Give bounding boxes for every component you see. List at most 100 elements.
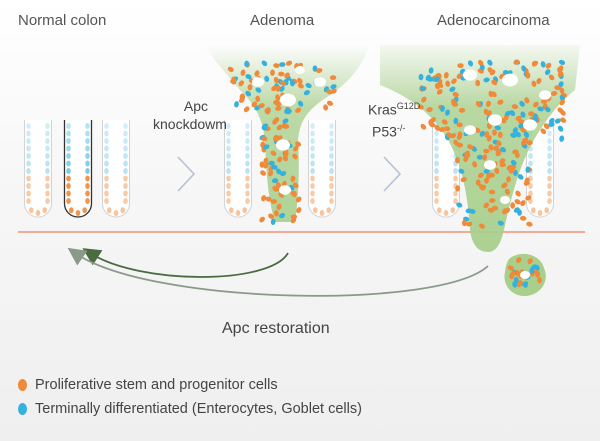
tumor-cell (458, 107, 466, 113)
tumor-cell (558, 81, 564, 88)
lumen (523, 119, 537, 131)
cell (329, 130, 334, 137)
cell (547, 153, 552, 159)
cell (245, 175, 250, 182)
title-normal-colon: Normal colon (18, 12, 107, 29)
tumor-cell (433, 76, 440, 82)
tumor-cell (297, 77, 303, 84)
tumor-cell (479, 130, 485, 137)
lumen (252, 77, 264, 87)
cell (226, 190, 231, 197)
cell (104, 190, 109, 197)
apc-restoration-label: Apc restoration (222, 320, 330, 337)
cell (547, 138, 552, 144)
tumor-cell (457, 63, 464, 69)
cell (547, 160, 552, 167)
tumor-cell (479, 223, 485, 229)
tumor-cell (560, 117, 567, 123)
cell (329, 175, 334, 182)
tumor-cell (525, 166, 531, 173)
tumor-cell (261, 136, 268, 142)
tumor-cell (504, 110, 511, 117)
tumor-cell (467, 144, 474, 150)
tumor-cell (282, 123, 290, 129)
cell (245, 168, 250, 174)
tumor-cell (488, 172, 495, 178)
cell (123, 123, 128, 129)
tumor-cell (528, 111, 535, 117)
tumor-cell (559, 94, 565, 102)
cell (26, 123, 31, 129)
cell (66, 130, 71, 137)
tumor-cell (482, 154, 488, 161)
tumor-cell (329, 75, 337, 81)
tumor-cell (514, 199, 521, 205)
cell (329, 198, 334, 204)
tumor-cell (297, 83, 304, 89)
cell (45, 145, 50, 152)
tumor-cell (485, 100, 491, 107)
cell (26, 190, 31, 197)
tumor-cell (271, 164, 278, 170)
tumor-cell (456, 202, 463, 208)
tumor-cell (488, 144, 494, 151)
tumor-cell (497, 99, 504, 105)
adenocarcinoma-mass (380, 45, 580, 252)
cell (310, 160, 315, 167)
tumor-cell (483, 77, 490, 83)
cell (544, 207, 550, 214)
transition-apc-knockdown: Apc knockdowm (153, 98, 227, 132)
tumor-cell (510, 202, 516, 209)
cell (310, 130, 315, 137)
tumor-cell (502, 208, 508, 215)
tumor-cell (238, 80, 244, 87)
tumor-cell (483, 168, 490, 174)
lumen (520, 271, 530, 279)
tumor-cell (487, 207, 495, 213)
intestinal-crypt (24, 120, 52, 218)
tumor-cell (264, 108, 270, 115)
intestinal-crypt (308, 120, 336, 218)
tumor-cell (280, 80, 287, 87)
tumor-cell (525, 195, 532, 201)
cell (310, 138, 315, 144)
cell (528, 153, 533, 159)
cell (26, 198, 31, 204)
tumor-cell (557, 71, 564, 78)
tumor-cell (276, 124, 283, 131)
tumor-cell (458, 168, 465, 174)
tumor-cell (270, 199, 278, 204)
tumor-cell (465, 221, 473, 227)
cell (42, 207, 48, 214)
cell (106, 207, 112, 214)
cell (547, 175, 552, 182)
cell (68, 207, 74, 214)
intestinal-crypt (102, 120, 130, 218)
cell (45, 198, 50, 204)
cell (35, 210, 41, 216)
tumor-cell (475, 100, 482, 108)
tumor-cell (520, 200, 526, 207)
tumor-cell (557, 125, 564, 132)
tumor-cell (270, 150, 277, 156)
cell (547, 130, 552, 137)
tumor-cell (523, 180, 530, 186)
tumor-cell (467, 60, 474, 67)
tumor-cell (520, 215, 527, 221)
tumor-cell (510, 159, 517, 166)
tumor-cell (455, 185, 461, 192)
cell (66, 168, 71, 174)
cell (329, 153, 334, 159)
tumor-cell (443, 126, 451, 132)
cell (329, 160, 334, 167)
tumor-cell (484, 177, 489, 184)
tumor-cell (522, 281, 529, 287)
tumor-cell (514, 269, 520, 277)
tumor-cell (273, 76, 279, 84)
cell (245, 130, 250, 137)
cell (123, 145, 128, 152)
cell (547, 168, 552, 174)
cell (226, 175, 231, 182)
tumor-cell (511, 104, 519, 110)
